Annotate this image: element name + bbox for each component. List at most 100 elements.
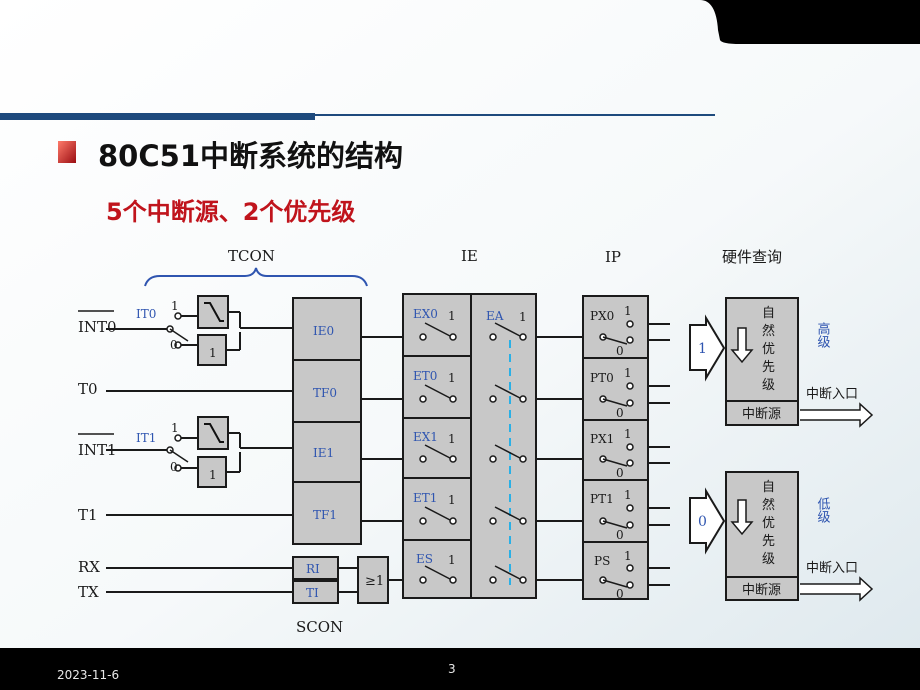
or-gate <box>357 556 389 604</box>
tcon-header: TCON <box>228 247 275 265</box>
it1-one: 1 <box>171 421 179 435</box>
edge-trigger-box <box>197 295 229 329</box>
flag-tf1: TF1 <box>313 508 337 522</box>
ip-switches <box>599 320 634 589</box>
ea-one: 1 <box>519 310 527 324</box>
high-char-3: 先 <box>762 360 775 375</box>
ie-bit-et0: ET0 <box>413 369 437 383</box>
tcon-brace <box>144 267 368 287</box>
scon-register <box>292 556 339 604</box>
low-char-2: 优 <box>762 516 775 531</box>
header-bar <box>0 113 315 120</box>
level-box-one: 1 <box>209 346 217 360</box>
output-arrow-icon <box>800 402 874 428</box>
page-number: 3 <box>448 662 456 676</box>
ie-switches <box>419 322 457 584</box>
low-char-3: 先 <box>762 534 775 549</box>
ip-header: IP <box>605 248 621 266</box>
bullet-icon <box>58 141 76 163</box>
query-unit-high <box>689 297 874 428</box>
ie-bit-ex0: EX0 <box>413 307 438 321</box>
scon-header: SCON <box>296 618 343 636</box>
ip-one: 1 <box>624 304 632 318</box>
ip-bit-pt0: PT0 <box>590 371 614 385</box>
ip-one: 1 <box>624 488 632 502</box>
ip-zero: 0 <box>616 466 624 480</box>
ip-bit-ps: PS <box>594 554 610 568</box>
input-arrow-icon <box>689 314 726 382</box>
ie-bit-et1: ET1 <box>413 491 437 505</box>
input-int0: INT0 <box>78 318 117 336</box>
it1-label: IT1 <box>136 431 156 445</box>
slide-title: 80C51中断系统的结构 <box>98 139 403 173</box>
flag-ri: RI <box>306 562 320 576</box>
input-t1: T1 <box>78 506 98 524</box>
output-arrow-icon <box>800 576 874 602</box>
flag-ie1: IE1 <box>313 446 334 460</box>
high-char-2: 优 <box>762 342 775 357</box>
ip-one: 1 <box>624 549 632 563</box>
input-tx: TX <box>78 583 99 601</box>
low-char-1: 然 <box>762 497 775 513</box>
ie-register <box>402 293 537 599</box>
it1-zero: 0 <box>170 460 178 474</box>
ea-switches <box>489 322 527 584</box>
high-entry: 中断入口 <box>806 387 858 402</box>
down-arrow-icon <box>730 499 754 536</box>
ip-zero: 0 <box>616 344 624 358</box>
tcon-register <box>292 297 362 545</box>
high-arrow-value: 1 <box>698 341 707 357</box>
flag-ie0: IE0 <box>313 324 334 338</box>
ip-bit-pt1: PT1 <box>590 492 614 506</box>
ip-bit-px1: PX1 <box>590 432 614 446</box>
ie-one: 1 <box>448 309 456 323</box>
input-arrow-icon <box>689 487 726 555</box>
ie-one: 1 <box>448 493 456 507</box>
high-char-1: 然 <box>762 323 775 339</box>
level-box-one: 1 <box>209 468 217 482</box>
high-priority-label: 高级 <box>815 321 831 348</box>
ie-header: IE <box>461 247 478 265</box>
ie-one: 1 <box>448 432 456 446</box>
level-trigger-box <box>197 334 227 366</box>
input-int1: INT1 <box>78 441 117 459</box>
high-char-0: 自 <box>762 306 775 321</box>
or-gate-label: ≥1 <box>365 574 384 589</box>
high-source: 中断源 <box>742 407 781 422</box>
ip-zero: 0 <box>616 406 624 420</box>
it0-one: 1 <box>171 299 179 313</box>
ip-one: 1 <box>624 366 632 380</box>
it1-switch <box>166 434 189 472</box>
ip-zero: 0 <box>616 587 624 601</box>
footer-date: 2023-11-6 <box>57 668 120 682</box>
ie-one: 1 <box>448 553 456 567</box>
ie-one: 1 <box>448 371 456 385</box>
high-char-4: 级 <box>762 378 775 393</box>
flag-ti: TI <box>306 586 319 600</box>
ie-bit-es: ES <box>416 552 433 566</box>
low-arrow-value: 0 <box>698 514 707 530</box>
ip-bit-px0: PX0 <box>590 309 614 323</box>
low-char-0: 自 <box>762 480 775 495</box>
it0-label: IT0 <box>136 307 156 321</box>
ea-label: EA <box>486 309 504 323</box>
low-char-4: 级 <box>762 552 775 567</box>
level-trigger-box <box>197 456 227 488</box>
edge-trigger-box <box>197 416 229 450</box>
input-rx: RX <box>78 558 100 576</box>
ip-one: 1 <box>624 427 632 441</box>
falling-edge-icon <box>204 302 224 322</box>
low-source: 中断源 <box>742 583 781 598</box>
ie-bit-ex1: EX1 <box>413 430 438 444</box>
header-line <box>0 114 715 116</box>
ip-zero: 0 <box>616 528 624 542</box>
low-entry: 中断入口 <box>806 561 858 576</box>
low-priority-label: 低级 <box>815 497 831 523</box>
ip-register <box>582 295 649 600</box>
falling-edge-icon <box>204 423 224 443</box>
flag-tf0: TF0 <box>313 386 337 400</box>
it0-switch <box>166 312 189 349</box>
slide-subtitle: 5个中断源、2个优先级 <box>106 198 356 226</box>
